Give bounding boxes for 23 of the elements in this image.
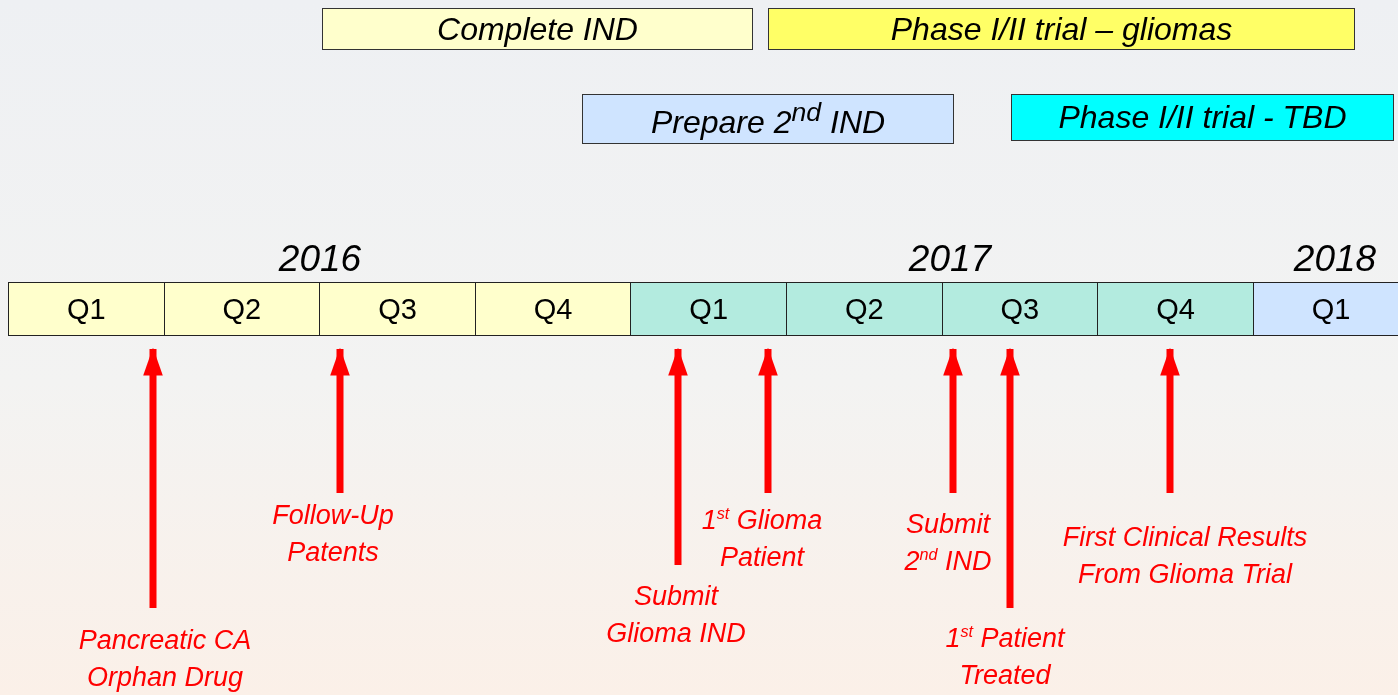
- milestone-label: First Clinical Results From Glioma Trial: [1030, 519, 1340, 593]
- quarter-cell: Q2: [163, 282, 321, 336]
- year-label: 2016: [277, 238, 363, 280]
- task-bar: Phase I/II trial - TBD: [1011, 94, 1394, 141]
- task-bar: Phase I/II trial – gliomas: [768, 8, 1355, 50]
- quarter-cell: Q2: [786, 282, 943, 336]
- milestone-label: 1$^{st}$ Patient Treated: [920, 620, 1090, 694]
- quarter-cell: Q4: [1097, 282, 1254, 336]
- quarter-cell: Q1: [1252, 282, 1398, 336]
- milestone-label: Submit 2$^{nd}$ IND: [888, 506, 1008, 580]
- milestone-label: 1$^{st}$ Glioma Patient: [672, 502, 852, 576]
- quarter-cell: Q1: [630, 282, 787, 336]
- quarter-cell: Q3: [319, 282, 476, 336]
- milestone-label: Submit Glioma IND: [591, 578, 761, 652]
- milestone-label: Follow-Up Patents: [233, 497, 433, 571]
- quarter-cell: Q3: [941, 282, 1099, 336]
- year-label: 2017: [907, 238, 993, 280]
- task-bar: Complete IND: [322, 8, 753, 50]
- milestone-label: Pancreatic CA Orphan Drug: [55, 622, 275, 695]
- task-bar: Prepare 2$^{nd}$ IND: [582, 94, 954, 144]
- quarter-cell: Q1: [8, 282, 165, 336]
- year-label: 2018: [1292, 238, 1378, 280]
- quarter-cell: Q4: [474, 282, 632, 336]
